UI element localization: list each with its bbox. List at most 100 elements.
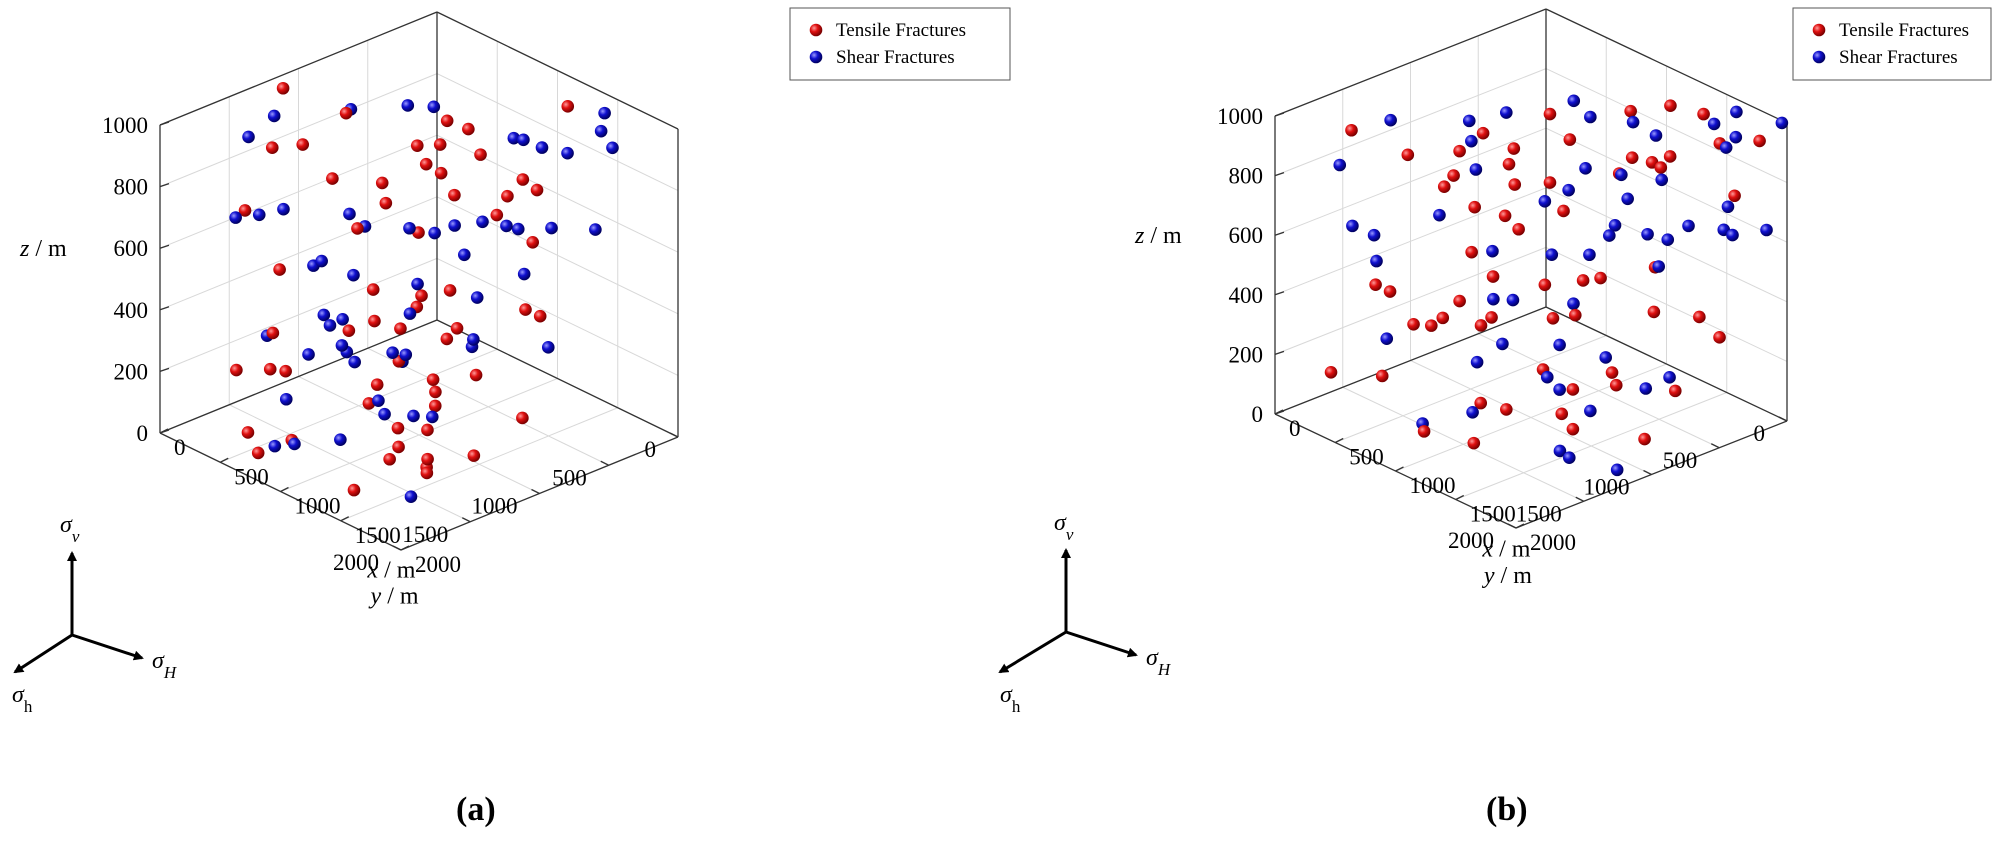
shear-fracture-point <box>334 433 347 446</box>
shear-fracture-point <box>1584 110 1597 124</box>
tensile-fracture-point <box>1453 144 1466 158</box>
z-tick-mark <box>159 182 170 188</box>
shear-fracture-point <box>1729 130 1743 144</box>
tensile-fracture-point <box>434 166 448 180</box>
tensile-fracture-point <box>440 114 454 128</box>
y-tick-mark <box>531 488 540 495</box>
tensile-fracture-point <box>1563 133 1577 146</box>
z-tick-label: 1000 <box>1217 104 1263 129</box>
tensile-fracture-point <box>326 172 339 185</box>
tick-labels: 0200400600800100005001000150020000500100… <box>1217 104 1788 555</box>
tensile-fracture-point <box>1500 403 1513 416</box>
shear-fracture-point <box>1655 173 1669 187</box>
tensile-fracture-point <box>1576 274 1590 287</box>
sigma-H-sub: H <box>163 663 178 682</box>
x-tick-mark <box>1274 409 1284 415</box>
shear-fracture-point <box>404 490 418 504</box>
legend-shear-label: Shear Fractures <box>1839 47 1958 68</box>
shear-fracture-point <box>1470 355 1484 369</box>
y-tick-mark <box>669 432 679 438</box>
tensile-fracture-point <box>440 332 454 346</box>
legend-tensile-label: Tensile Fractures <box>836 20 966 41</box>
tensile-fracture-point <box>448 188 461 202</box>
shear-fracture-point <box>1583 248 1596 262</box>
shear-fracture-point <box>317 308 331 322</box>
shear-fracture-point <box>448 219 461 232</box>
shear-fracture-point <box>1682 219 1695 233</box>
tensile-fracture-point <box>530 183 544 197</box>
shear-fracture-point <box>1599 351 1613 364</box>
stress-axes-b: σv σH σh <box>998 510 1172 716</box>
x-tick-mark <box>1395 466 1404 472</box>
z-axis-label: z / m <box>1134 223 1182 249</box>
tensile-fracture-point <box>392 440 405 454</box>
shear-fracture-point <box>1626 115 1640 129</box>
sigma-h-sub: h <box>1012 697 1021 716</box>
shear-fracture-point <box>252 208 266 222</box>
tensile-fracture-point <box>462 122 475 136</box>
tensile-fracture-point <box>474 148 487 161</box>
shear-fracture-point <box>1719 141 1733 154</box>
tensile-fracture-point <box>1474 396 1488 410</box>
sigma-h-arrow <box>13 633 73 674</box>
x-tick-label: 0 <box>174 435 186 460</box>
x-axis-label: x / m <box>366 558 415 584</box>
axis-edges <box>1274 8 1788 529</box>
shear-fracture-point <box>535 141 549 154</box>
x-tick-label: 2000 <box>415 552 461 577</box>
sigma-v-label: σv <box>60 512 80 546</box>
tensile-fracture-point <box>1507 142 1521 155</box>
shear-fracture-point <box>1462 114 1476 128</box>
y-tick-label: 0 <box>1754 421 1766 446</box>
y-tick-mark <box>1778 416 1788 422</box>
tensile-fracture-point <box>490 208 504 222</box>
grid-line <box>1410 360 1652 475</box>
shear-fracture-point <box>335 339 349 352</box>
tensile-fracture-point <box>1375 369 1389 383</box>
tensile-fracture-point <box>1566 422 1580 436</box>
shear-fracture-point <box>1621 192 1634 206</box>
tensile-fracture-point <box>1425 319 1438 332</box>
legend-tensile-marker <box>1812 23 1826 37</box>
shear-fracture-point <box>1562 183 1575 197</box>
tensile-fracture-point <box>342 324 356 337</box>
x-tick-mark <box>1334 437 1344 444</box>
tensile-fracture-point <box>1605 366 1619 379</box>
sigma-H-arrow <box>1065 630 1138 658</box>
axis-edge <box>436 11 679 130</box>
tensile-fracture-point <box>1467 436 1481 450</box>
x-tick-label: 0 <box>1289 416 1301 441</box>
tensile-fracture-point <box>370 378 384 391</box>
shear-fracture-point <box>428 226 441 240</box>
shear-fracture-point <box>403 221 416 235</box>
sigma-H-arrow <box>71 633 144 661</box>
y-tick-mark <box>1643 469 1652 476</box>
y-tick-mark <box>600 460 610 466</box>
tensile-fracture-point <box>375 176 389 190</box>
shear-fracture-point <box>1540 370 1554 384</box>
sigma-v-sub: v <box>72 527 80 546</box>
y-axis-label: y / m <box>1482 563 1532 589</box>
shear-fracture-point <box>268 439 282 453</box>
y-tick-mark <box>1507 523 1517 529</box>
tensile-fracture-point <box>276 81 290 95</box>
grid-line <box>298 376 540 494</box>
x-tick-mark <box>219 457 229 463</box>
tensile-fracture-point <box>263 362 277 376</box>
tensile-fracture-point <box>516 173 530 186</box>
tensile-fracture-point <box>1538 278 1552 292</box>
shear-fracture-point <box>1465 134 1478 148</box>
shear-fracture-point <box>1545 248 1559 261</box>
panel-label-a: (a) <box>456 791 496 828</box>
shear-fracture-point <box>1346 219 1359 233</box>
tensile-fracture-point <box>519 303 532 316</box>
tensile-fracture-point <box>1654 161 1668 174</box>
tensile-fracture-point <box>1369 278 1382 291</box>
shear-fracture-point <box>1584 404 1597 418</box>
x-tick-label: 500 <box>234 464 269 489</box>
z-tick-mark <box>1274 350 1285 356</box>
x-tick-mark <box>400 545 410 551</box>
z-tick-mark <box>159 244 170 249</box>
